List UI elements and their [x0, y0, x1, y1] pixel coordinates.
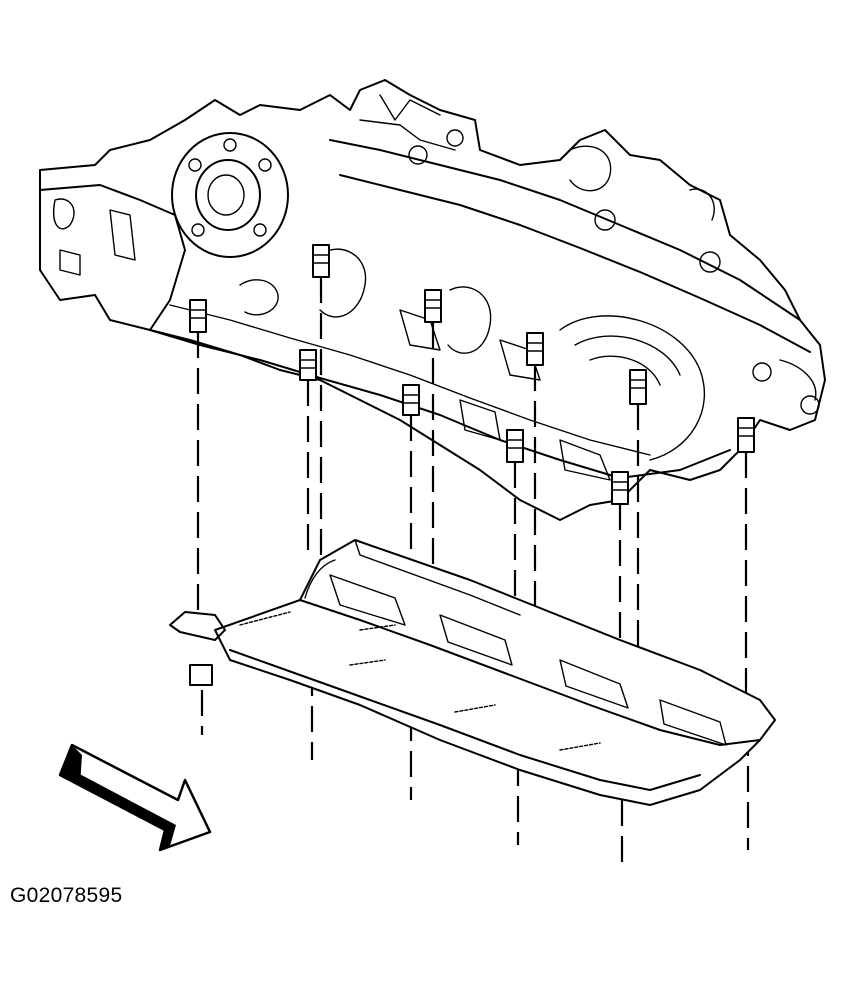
bolt: [737, 417, 755, 453]
bolt: [629, 369, 647, 405]
bolt: [506, 429, 524, 463]
bolt: [312, 244, 330, 278]
bolt-alignment-lines: [196, 277, 750, 862]
bolt: [526, 332, 544, 366]
front-direction-arrow-icon: [58, 743, 212, 852]
figure-id-label: G02078595: [10, 884, 123, 907]
bolt: [299, 349, 317, 381]
oil-pan: [169, 539, 776, 806]
bolt: [424, 289, 442, 323]
bolt: [402, 384, 420, 416]
bolt: [189, 299, 207, 333]
bolt: [611, 471, 629, 505]
